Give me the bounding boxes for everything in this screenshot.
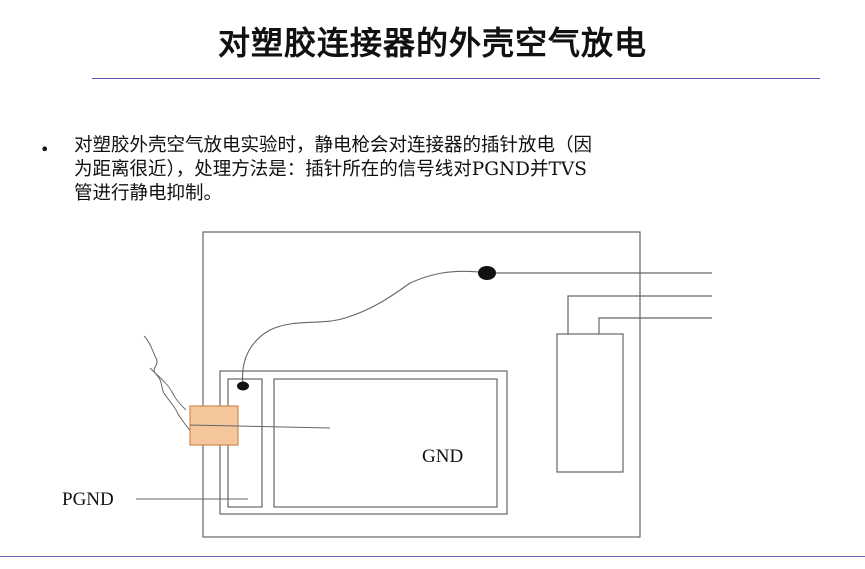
bullet-marker: • [40,140,50,159]
gnd-label: GND [422,446,463,467]
tvs-lead-1 [567,295,712,334]
tvs-component [556,333,624,473]
pin-trace [241,270,488,386]
signal-node-dot [478,266,496,280]
tvs-lead-2 [598,317,712,334]
title-underline [92,78,820,79]
esd-gun-sketch [143,335,191,431]
bullet-line-3: 管进行静电抑制。 [74,183,223,204]
bullet-line-1: 对塑胶外壳空气放电实验时，静电枪会对连接器的插针放电（因 [74,135,593,156]
pcb-board [219,370,508,515]
bullet-paragraph: 对塑胶外壳空气放电实验时，静电枪会对连接器的插针放电（因 为距离很近），处理方法… [74,134,774,206]
gnd-plane [273,378,498,508]
esd-gun-sketch-2 [149,367,187,411]
connector-internal-line [189,424,331,429]
footer-rule [0,556,865,557]
outer-enclosure [202,231,641,538]
connector-pin-dot [237,381,249,391]
slide-title: 对塑胶连接器的外壳空气放电 [217,24,647,62]
bullet-line-2: 为距离很近），处理方法是：插针所在的信号线对PGND并TVS [74,159,587,180]
pgnd-label: PGND [62,489,114,510]
